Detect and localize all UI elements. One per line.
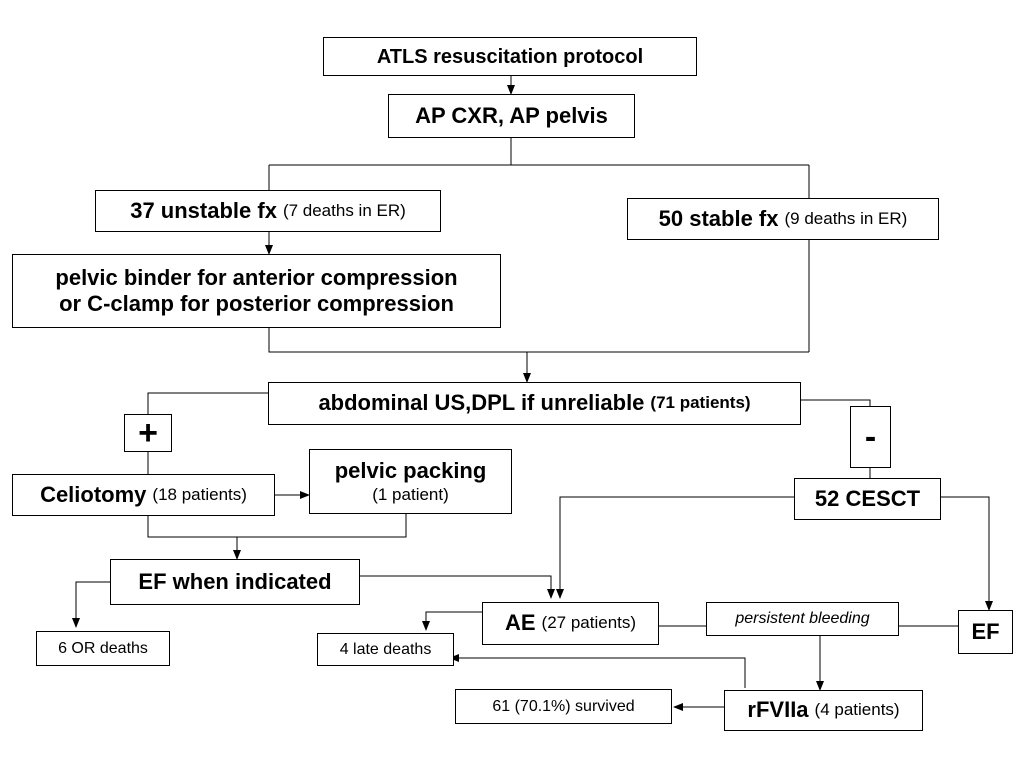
cesct-node: 52 CESCT [794,478,941,520]
celiotomy-node: Celiotomy (18 patients) [12,474,275,516]
rfviia-node: rFVIIa (4 patients) [724,690,923,731]
celiotomy-label: Celiotomy [40,481,147,507]
persistent-label: persistent bleeding [735,610,870,628]
connector-celiotomy-down [147,514,407,538]
atls-label: ATLS resuscitation protocol [376,45,644,68]
packing-label: pelvic packing [334,458,487,484]
or-deaths-node: 6 OR deaths [36,631,170,666]
connector-us-to-plus [147,392,268,414]
connector-binder-down [268,328,809,353]
arrow-cesct-to-ef [941,496,993,611]
stable-detail: (9 deaths in ER) [784,208,908,228]
binder-line1: pelvic binder for anterior compression [55,264,458,290]
positive-branch-box: + [124,414,172,452]
survived-node: 61 (70.1%) survived [455,689,672,724]
unstable-fx-node: 37 unstable fx (7 deaths in ER) [95,190,441,232]
survived-label: 61 (70.1%) survived [492,697,635,715]
imaging-label: AP CXR, AP pelvis [415,102,608,128]
us-detail: (71 patients) [650,393,751,413]
ae-detail: (27 patients) [541,613,637,633]
or-deaths-label: 6 OR deaths [58,639,148,657]
stable-label: 50 stable fx [658,205,779,231]
pelvic-packing-node: pelvic packing (1 patient) [309,449,512,514]
pelvic-binder-node: pelvic binder for anterior compression o… [12,254,501,328]
stable-fx-node: 50 stable fx (9 deaths in ER) [627,198,939,240]
arrow-cesct-to-ae [556,496,794,599]
persistent-bleeding-node: persistent bleeding [706,602,899,636]
arrow-ae-to-late-deaths [422,611,482,631]
ae-node: AE (27 patients) [482,602,659,645]
connector-us-to-minus [801,399,871,406]
plus-sign: + [138,414,158,452]
ef-indicated-label: EF when indicated [138,568,332,594]
us-label: abdominal US,DPL if unreliable [318,390,645,416]
unstable-detail: (7 deaths in ER) [282,200,406,220]
packing-detail: (1 patient) [372,484,449,504]
arrow-ef-indicated-to-ae [360,575,555,599]
ef-node: EF [958,610,1013,654]
ef-label: EF [971,618,1000,644]
cesct-label: 52 CESCT [814,485,921,511]
binder-line2: or C-clamp for posterior compression [59,291,454,316]
arrow-rfviia-to-late-deaths [449,654,746,688]
imaging-node: AP CXR, AP pelvis [388,94,635,138]
late-deaths-node: 4 late deaths [317,633,454,666]
arrow-to-or-deaths [72,581,110,628]
celiotomy-detail: (18 patients) [152,484,247,504]
ae-label: AE [504,610,536,636]
minus-sign: - [864,418,877,456]
rfviia-detail: (4 patients) [814,700,900,720]
late-deaths-label: 4 late deaths [339,640,432,658]
ef-indicated-node: EF when indicated [110,559,360,605]
negative-branch-box: - [850,406,891,468]
rfviia-label: rFVIIa [747,697,809,723]
abdominal-us-node: abdominal US,DPL if unreliable (71 patie… [268,382,801,425]
atls-node: ATLS resuscitation protocol [323,37,697,76]
unstable-label: 37 unstable fx [130,197,277,223]
